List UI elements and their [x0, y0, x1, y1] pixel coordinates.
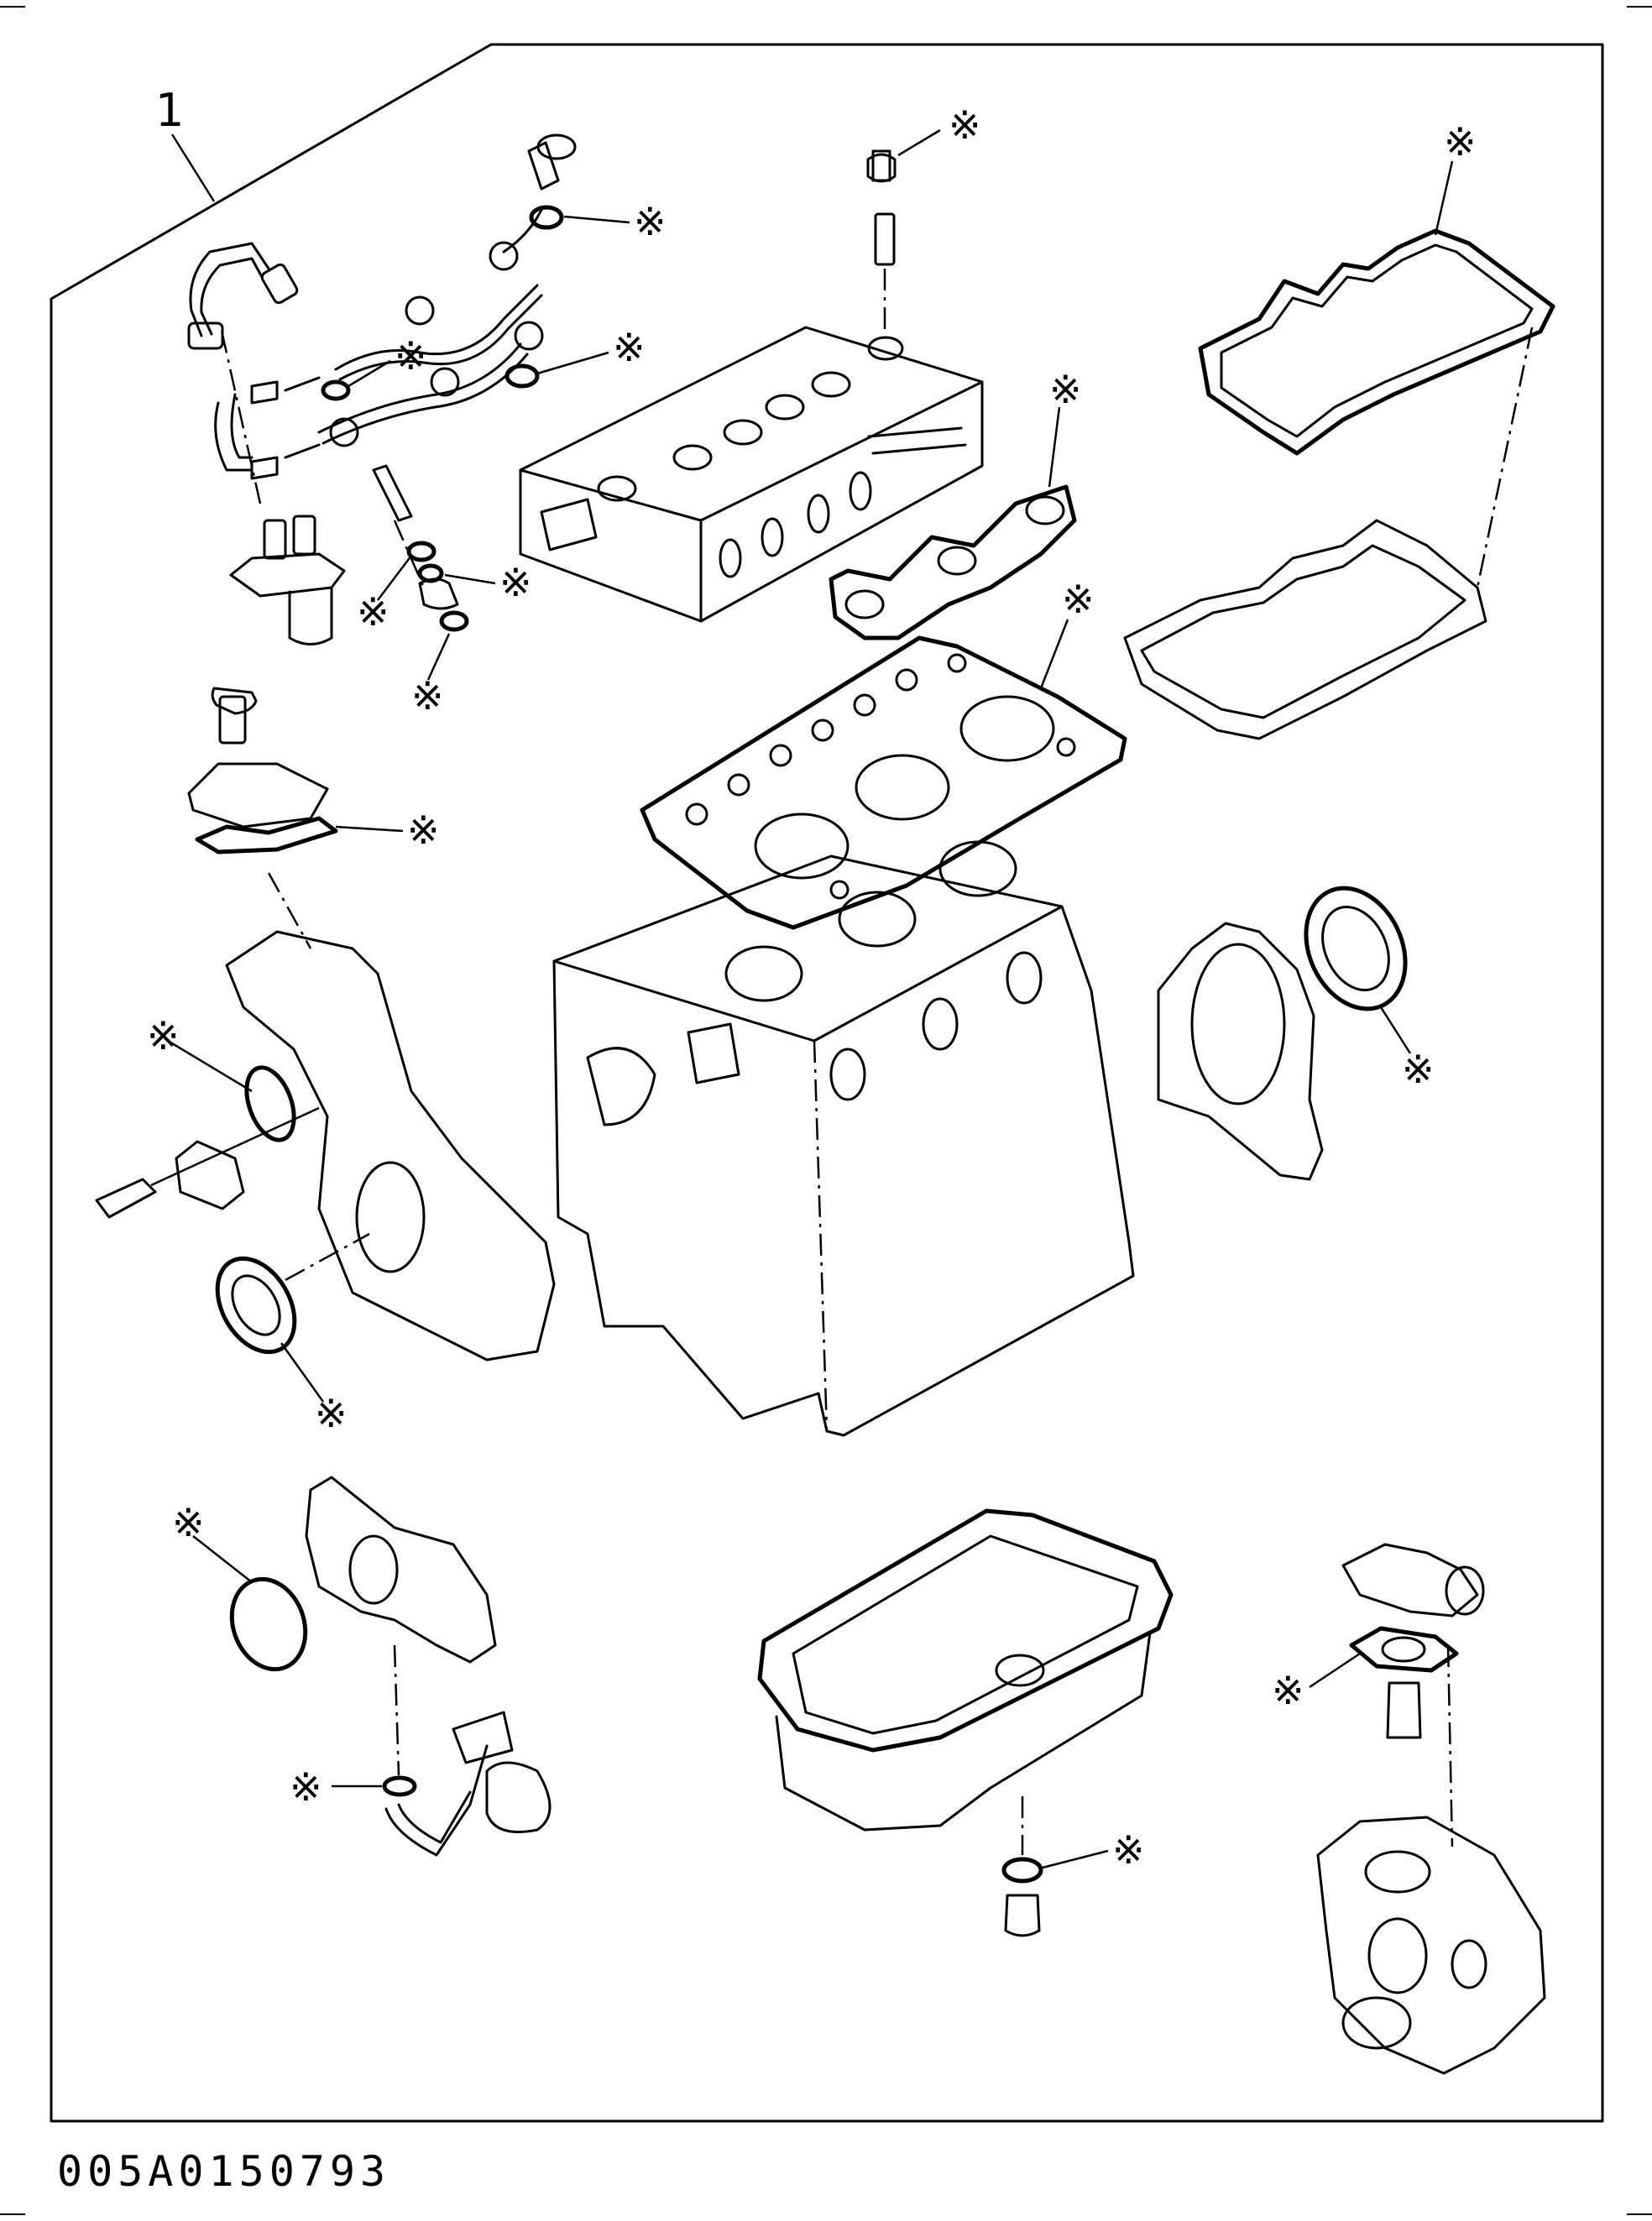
kit-marker-rocker-seal: ※ — [897, 102, 981, 157]
rocker-bolt-seal — [874, 212, 896, 266]
kit-boundary-frame — [50, 43, 1604, 2123]
thermostat-parts — [1316, 1543, 1546, 2075]
oil-pan-parts — [757, 1508, 1174, 1937]
kit-marker-thermostat-gasket: ※ — [1272, 1652, 1361, 1713]
svg-text:※: ※ — [499, 560, 532, 605]
svg-text:※: ※ — [1062, 577, 1095, 622]
oil-pipe-oring — [382, 1775, 417, 1797]
kit-marker-head-cover-gasket: ※ — [1434, 119, 1477, 236]
oil-filter-parts — [229, 1476, 552, 1857]
nozzle-seal — [439, 610, 469, 632]
rear-oil-seal — [1304, 886, 1408, 1011]
kit-marker-front-seal: ※ — [280, 1342, 348, 1436]
svg-text:※: ※ — [147, 1013, 180, 1058]
kit-marker-timing-oring: ※ — [147, 1013, 253, 1093]
fuel-pump-gasket — [195, 816, 338, 854]
kit-marker-head-gasket: ※ — [1039, 577, 1095, 689]
front-oil-seal — [215, 1256, 297, 1355]
injection-pipes-assembly — [187, 133, 577, 645]
kit-marker-drain-washer: ※ — [1042, 1827, 1145, 1873]
nozzle-washer-a — [406, 541, 437, 562]
exhaust-manifold-gasket — [829, 484, 1077, 640]
drawing-reference-code: 005A0150793 — [57, 2147, 390, 2196]
kit-marker-nozzle-washer-b: ※ — [444, 560, 532, 605]
small-washers — [321, 205, 564, 632]
svg-text:※: ※ — [395, 333, 427, 379]
svg-text:※: ※ — [1402, 1047, 1435, 1092]
oil-filter-oring — [229, 1576, 308, 1672]
kit-marker-fuel-pump-gasket: ※ — [335, 807, 440, 853]
crop-marks — [0, 6, 1652, 2215]
kit-marker-nozzle-seal: ※ — [411, 633, 451, 719]
head-cover-parts — [1123, 228, 1555, 740]
kit-marker-rear-seal: ※ — [1379, 1006, 1435, 1092]
injection-pipe-gasket-lower-a — [504, 363, 540, 389]
item-number-label: 1 — [155, 84, 184, 137]
svg-text:※: ※ — [613, 325, 646, 370]
item-number-callout: 1 — [155, 84, 216, 202]
svg-text:※: ※ — [172, 1500, 205, 1545]
rear-retainer-parts — [1157, 886, 1408, 1181]
cylinder-head-gasket — [640, 635, 1127, 930]
svg-text:※: ※ — [290, 1764, 322, 1810]
kit-marker-manifold-gasket: ※ — [1048, 367, 1082, 488]
svg-text:※: ※ — [634, 199, 667, 244]
kit-marker-oil-pipe-oring: ※ — [290, 1764, 382, 1810]
svg-text:※: ※ — [357, 589, 389, 635]
kit-marker-callouts: ※ ※ ※ ※ ※ ※ ※ ※ ※ ※ ※ ※ ※ ※ ※ ※ ※ ※ — [147, 102, 1477, 1873]
svg-text:※: ※ — [407, 807, 440, 853]
svg-text:※: ※ — [1272, 1668, 1304, 1713]
timing-cover-oring — [244, 1065, 296, 1142]
nozzle-washer-b — [417, 563, 444, 583]
cylinder-head — [519, 149, 984, 623]
kit-marker-pipe-gasket-lower-b: ※ — [348, 333, 427, 388]
kit-marker-pipe-gasket-upper: ※ — [563, 199, 667, 244]
gear-case-parts — [95, 687, 556, 1361]
kit-marker-filter-oring: ※ — [172, 1500, 253, 1583]
kit-marker-nozzle-washer-a: ※ — [357, 555, 412, 635]
svg-text:※: ※ — [1112, 1827, 1145, 1873]
svg-text:※: ※ — [1049, 367, 1082, 412]
svg-text:※: ※ — [949, 102, 981, 148]
drain-plug-washer — [1001, 1857, 1043, 1884]
cylinder-block — [552, 840, 1135, 1437]
injection-pipe-gasket-upper — [529, 205, 564, 230]
kit-marker-pipe-gasket-lower-a: ※ — [536, 325, 646, 375]
svg-text:※: ※ — [411, 673, 444, 719]
thermostat-gasket — [1349, 1626, 1459, 1673]
injection-pipe-gasket-lower-b — [321, 379, 351, 401]
svg-text:※: ※ — [1444, 119, 1477, 165]
